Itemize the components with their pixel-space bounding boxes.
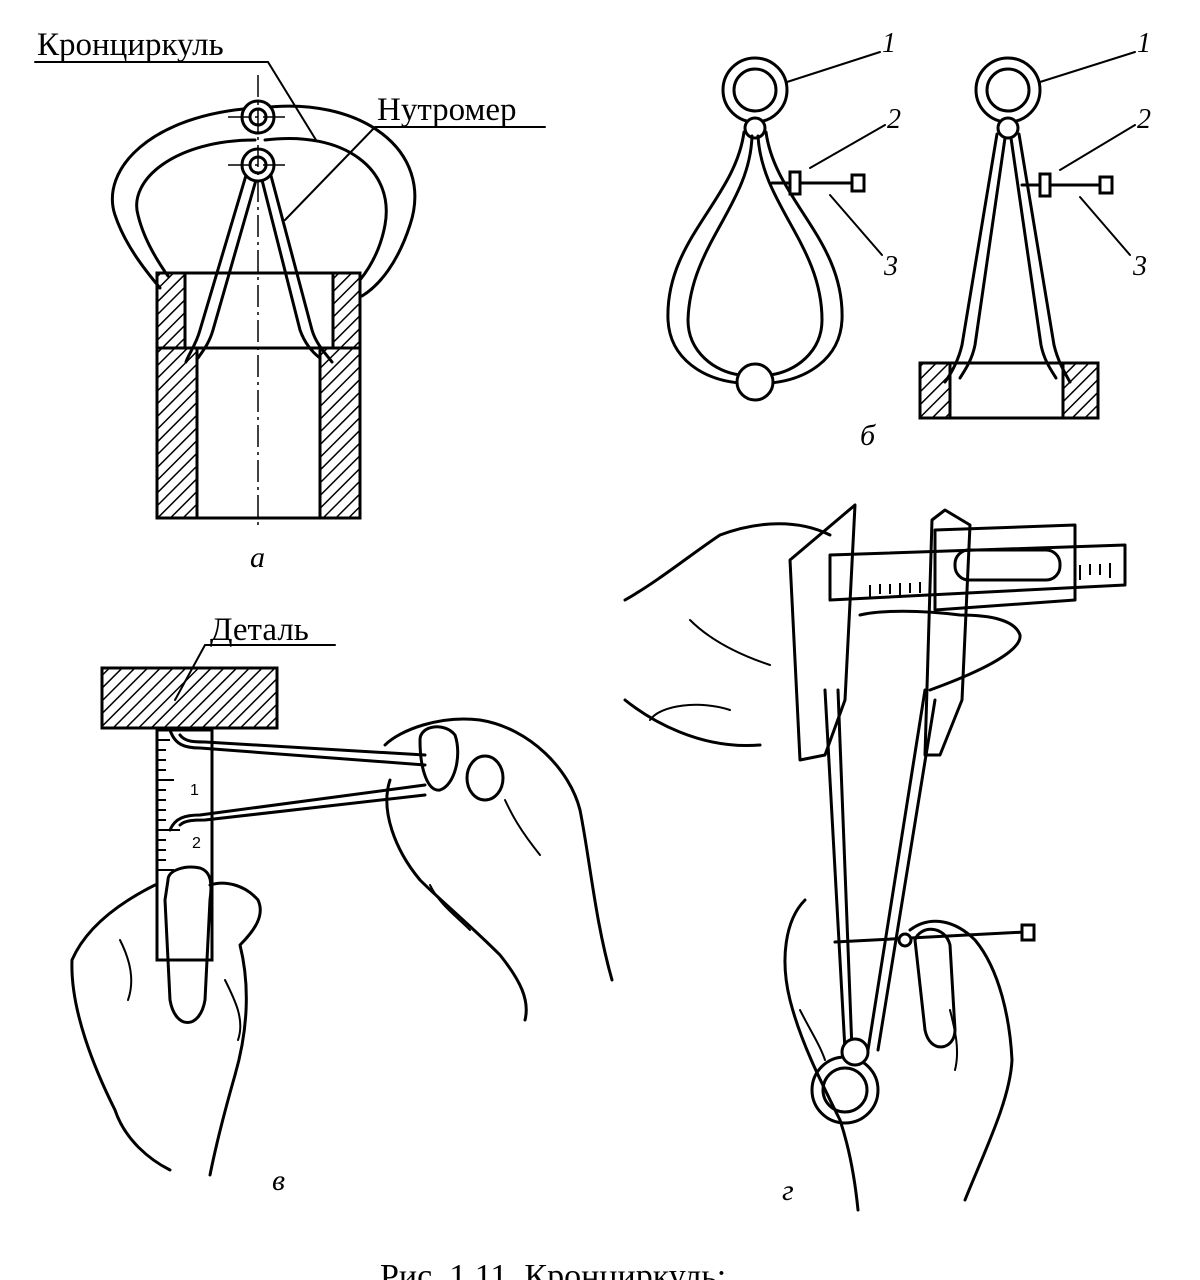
upper-hand: [623, 522, 1022, 748]
right-finger: [418, 725, 460, 792]
panel-b: 1 2 3 1 2 3 б: [666, 28, 1151, 452]
detal-label: Деталь: [210, 612, 309, 648]
cylinder-recess-right: [331, 271, 362, 350]
figure-caption: Рис. 1.11. Кронциркуль:: [380, 1258, 726, 1280]
leg-left-inner-2: [958, 136, 1007, 380]
part-wall-right: [1061, 361, 1100, 420]
caliper-jaw-upper-outer: [168, 728, 427, 767]
pivot-ball-2: [996, 116, 1020, 140]
lower-hand-lines: [799, 1009, 959, 1071]
cylinder-recess-left: [155, 271, 187, 350]
caliper-leg-left-inner: [135, 138, 257, 278]
spring-caliper-inside: 1 2 3: [918, 28, 1151, 420]
moving-jaw: [923, 508, 972, 757]
nutromer-leg-1: [823, 688, 847, 1052]
num-2-left: 2: [887, 104, 901, 135]
screw-head-2: [1098, 175, 1114, 195]
nutromer-leg-left-inner: [196, 178, 258, 360]
left-hand-lines: [119, 939, 242, 1041]
nutromer-leg-4: [876, 698, 937, 1052]
outside-caliper: [110, 99, 417, 298]
beam-scale: [869, 563, 1111, 598]
measured-ball: [735, 362, 775, 402]
num-1-left: 1: [882, 28, 896, 59]
caliper-ring: [465, 754, 505, 802]
nutromer-leg-3: [866, 688, 927, 1052]
spring-caliper-outside: 1 2 3: [666, 28, 901, 402]
nutromer-leg-right-inner: [260, 178, 322, 360]
leg-right-inner: [756, 134, 824, 377]
leg-right-inner-2: [1009, 136, 1058, 380]
part-g-label: г: [782, 1174, 794, 1207]
right-hand-lines: [429, 799, 541, 931]
nutromer-label: Нутромер: [377, 92, 517, 128]
nutromer-leg-right-outer: [268, 170, 334, 364]
upper-hand-lines: [649, 619, 771, 721]
caliper-jaw-lower-inner: [178, 793, 427, 827]
leader-1-right: [1039, 51, 1136, 83]
fixed-jaw: [788, 503, 857, 762]
part-bore: [948, 361, 1065, 420]
part-a-label: а: [250, 541, 265, 574]
leader-2-left: [809, 124, 886, 169]
panel-v: Деталь 1 2 в: [70, 612, 614, 1197]
ruler-tick-2: 2: [192, 835, 201, 852]
ruler-tick-1: 1: [190, 782, 199, 799]
leg-left-outer: [666, 130, 746, 385]
frame-window: [953, 548, 1062, 582]
left-thumb: [163, 865, 213, 1024]
screw-nut-g: [897, 932, 913, 948]
leader-2-right: [1059, 124, 1136, 171]
kroncirkul-leader: [34, 61, 317, 141]
num-1-right: 1: [1137, 28, 1151, 59]
screw-head: [850, 173, 866, 193]
panel-a: Кронциркуль Нутромер: [34, 27, 546, 574]
part-v-label: в: [272, 1164, 285, 1197]
leg-right-outer-2: [1017, 132, 1072, 384]
detail-block: [100, 666, 279, 730]
caliper-jaw-upper-inner: [178, 733, 427, 757]
nutromer-leg-left-outer: [184, 170, 249, 364]
caliper-leg-right-outer: [258, 104, 417, 298]
leg-left-outer-2: [943, 132, 999, 384]
right-hand: [383, 717, 614, 1022]
part-b-label: б: [860, 419, 876, 452]
caliper-jaw-lower-outer: [168, 783, 427, 832]
lower-thumb: [913, 927, 957, 1049]
pivot-ball-g: [840, 1037, 870, 1067]
pivot-ball: [743, 116, 767, 140]
num-3-left: 3: [883, 251, 898, 282]
num-2-right: 2: [1137, 104, 1151, 135]
detal-leader: [174, 644, 336, 701]
leg-right-outer: [764, 130, 844, 385]
cylinder-outline: [155, 271, 362, 520]
leader-1-left: [786, 51, 881, 83]
ruler-ticks: [157, 739, 180, 871]
leader-3-right: [1079, 196, 1131, 256]
num-3-right: 3: [1132, 251, 1147, 282]
panel-g: г: [623, 503, 1127, 1212]
lower-hand: [783, 898, 1014, 1212]
leader-3-left: [829, 194, 883, 256]
caliper-leg-right-inner: [263, 137, 388, 282]
caliper-beam: [828, 543, 1127, 602]
left-hand: [70, 881, 262, 1177]
spring-ring-inner: [732, 67, 778, 113]
screw-rod-g: [833, 930, 1027, 944]
sliding-frame: [933, 523, 1077, 612]
leg-left-inner: [686, 134, 754, 377]
spring-ring-g-inner: [821, 1066, 869, 1114]
caliper-leg-left-outer: [110, 106, 257, 290]
nutromer-leg-2: [836, 688, 854, 1052]
screw-head-g: [1020, 923, 1036, 942]
spring-ring-inner-2: [985, 67, 1031, 113]
kroncirkul-label: Кронциркуль: [37, 27, 224, 63]
